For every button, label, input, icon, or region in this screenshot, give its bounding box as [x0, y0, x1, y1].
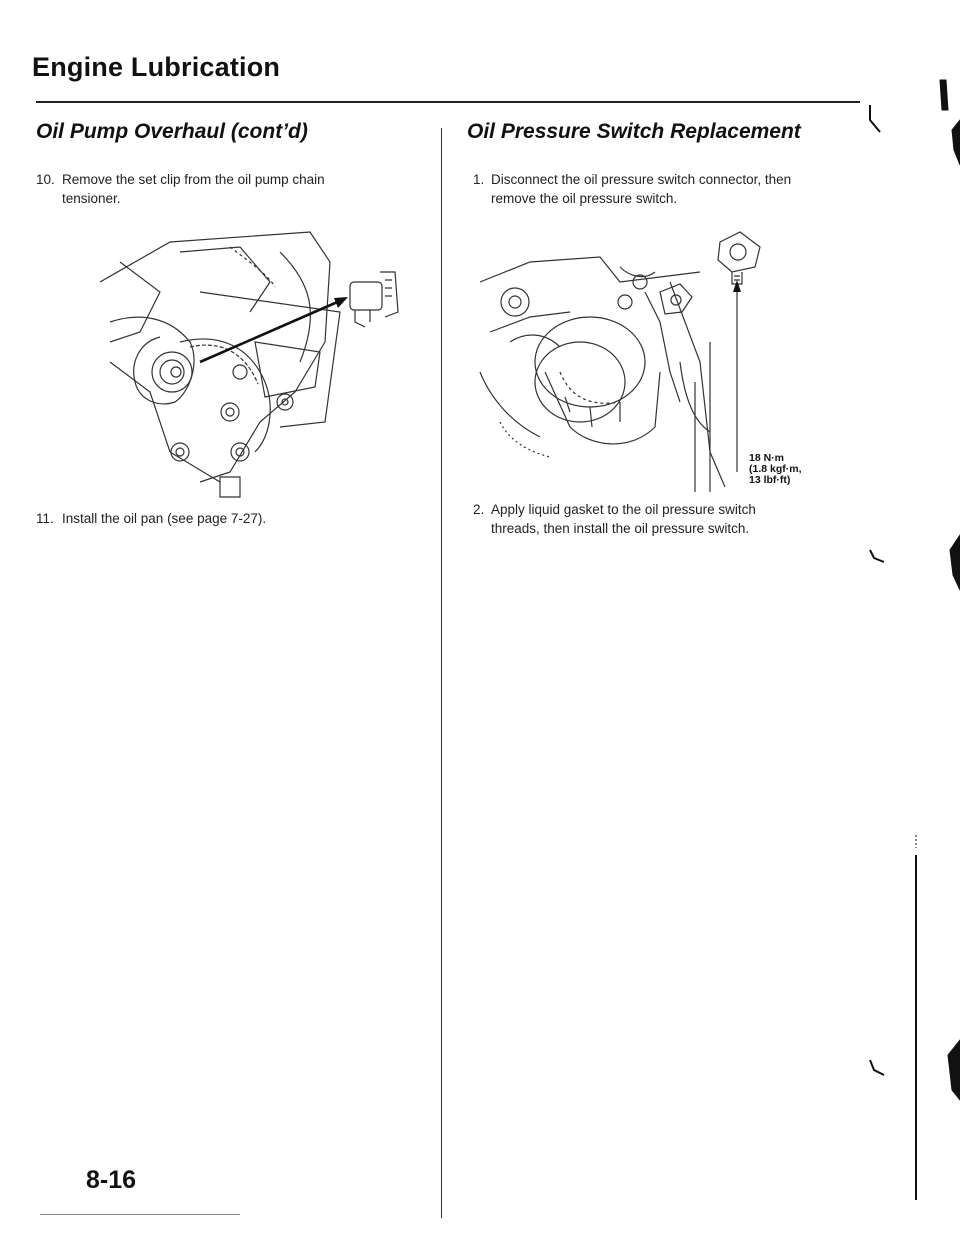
torque-line: 18 N·m	[749, 452, 785, 464]
step-text-line: Disconnect the oil pressure switch conne…	[491, 172, 792, 187]
section-title-oil-pump-overhaul: Oil Pump Overhaul (cont’d)	[36, 120, 308, 143]
step-text-line: threads, then install the oil pressure s…	[491, 521, 750, 536]
step-10: 10. Remove the set clip from the oil pum…	[36, 170, 436, 210]
oil-pump-tensioner-illustration	[99, 231, 399, 498]
torque-line: (1.8 kgf·m,	[749, 463, 802, 475]
step-2: 2. Apply liquid gasket to the oil pressu…	[473, 500, 873, 540]
step-text-line: Install the oil pan (see page 7-27).	[62, 511, 267, 526]
step-number: 1.	[473, 172, 485, 187]
step-number: 11.	[36, 511, 54, 526]
footer-rule	[40, 1214, 240, 1215]
step-number: 10.	[36, 172, 55, 187]
step-text-line: Apply liquid gasket to the oil pressure …	[491, 502, 756, 517]
oil-pressure-switch-illustration	[479, 231, 761, 492]
section-title-oil-pressure-switch: Oil Pressure Switch Replacement	[467, 120, 801, 143]
page-number: 8-16	[86, 1166, 137, 1194]
page-title: Engine Lubrication	[32, 52, 281, 82]
torque-line: 13 lbf·ft)	[749, 474, 791, 486]
title-rule	[36, 101, 860, 103]
step-11: 11. Install the oil pan (see page 7-27).	[36, 509, 436, 529]
scan-edge-marks	[869, 79, 960, 1200]
step-text-line: remove the oil pressure switch.	[491, 191, 678, 206]
torque-spec: 18 N·m (1.8 kgf·m, 13 lbf·ft)	[749, 453, 802, 486]
step-text-line: tensioner.	[62, 191, 121, 206]
step-1: 1. Disconnect the oil pressure switch co…	[473, 170, 873, 210]
column-divider	[441, 128, 442, 1218]
step-text-line: Remove the set clip from the oil pump ch…	[62, 172, 325, 187]
step-number: 2.	[473, 502, 485, 517]
